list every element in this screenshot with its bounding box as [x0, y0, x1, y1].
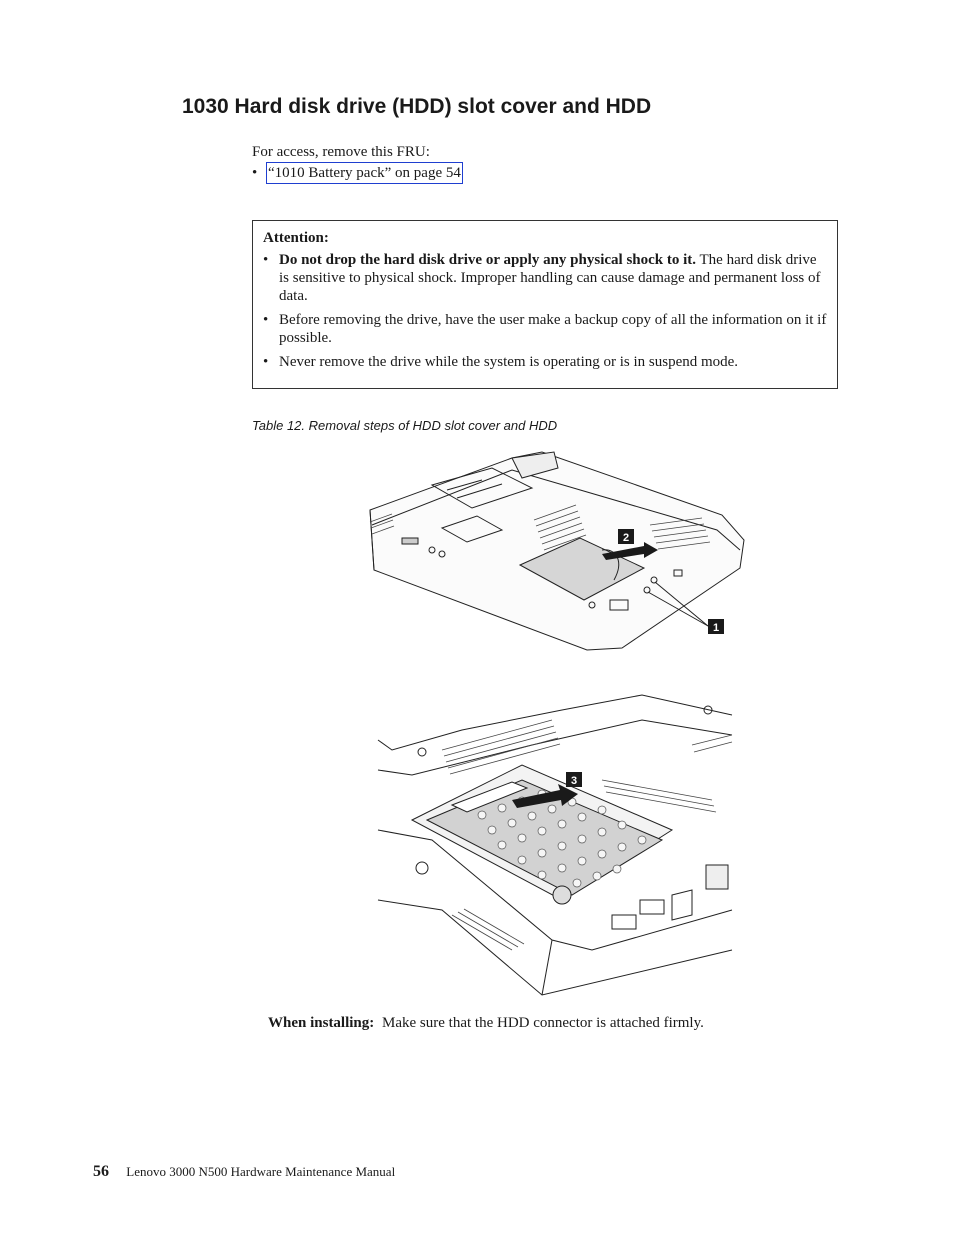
hdd-removal-figure: 3: [377, 694, 733, 996]
access-section: For access, remove this FRU: • “1010 Bat…: [252, 142, 463, 184]
laptop-bottom-figure: 2 1: [369, 451, 745, 651]
access-intro: For access, remove this FRU:: [252, 144, 430, 160]
attention-item: Before removing the drive, have the user…: [263, 311, 827, 347]
page-footer: 56 Lenovo 3000 N500 Hardware Maintenance…: [93, 1163, 395, 1181]
installing-label: When installing:: [268, 1015, 375, 1031]
installing-note: When installing: Make sure that the HDD …: [268, 1015, 704, 1032]
table-caption: Table 12. Removal steps of HDD slot cove…: [252, 418, 558, 433]
callout-1: 1: [713, 622, 719, 634]
callout-badge-1: [708, 619, 724, 634]
battery-pack-link[interactable]: “1010 Battery pack” on page 54: [266, 162, 463, 184]
manual-title: Lenovo 3000 N500 Hardware Maintenance Ma…: [126, 1164, 396, 1179]
attention-title: Attention:: [263, 230, 329, 246]
access-list-item: • “1010 Battery pack” on page 54: [252, 162, 463, 184]
attention-list: Do not drop the hard disk drive or apply…: [263, 251, 827, 371]
attention-item-text: The hard disk drive is sensitive to phys…: [279, 252, 821, 304]
bullet-marker: •: [252, 165, 258, 181]
callout-badge-2: [618, 529, 634, 544]
page-title: 1030 Hard disk drive (HDD) slot cover an…: [182, 95, 652, 118]
page-number: 56: [93, 1163, 109, 1180]
callout-2: 2: [623, 532, 629, 544]
callout-3: 3: [571, 775, 577, 787]
attention-box: Attention: Do not drop the hard disk dri…: [252, 220, 838, 389]
attention-item: Do not drop the hard disk drive or apply…: [263, 251, 827, 305]
attention-item: Never remove the drive while the system …: [263, 353, 827, 371]
installing-text: Make sure that the HDD connector is atta…: [382, 1015, 704, 1031]
callout-badge-3: [566, 772, 582, 787]
attention-item-bold: Do not drop the hard disk drive or apply…: [279, 252, 697, 268]
